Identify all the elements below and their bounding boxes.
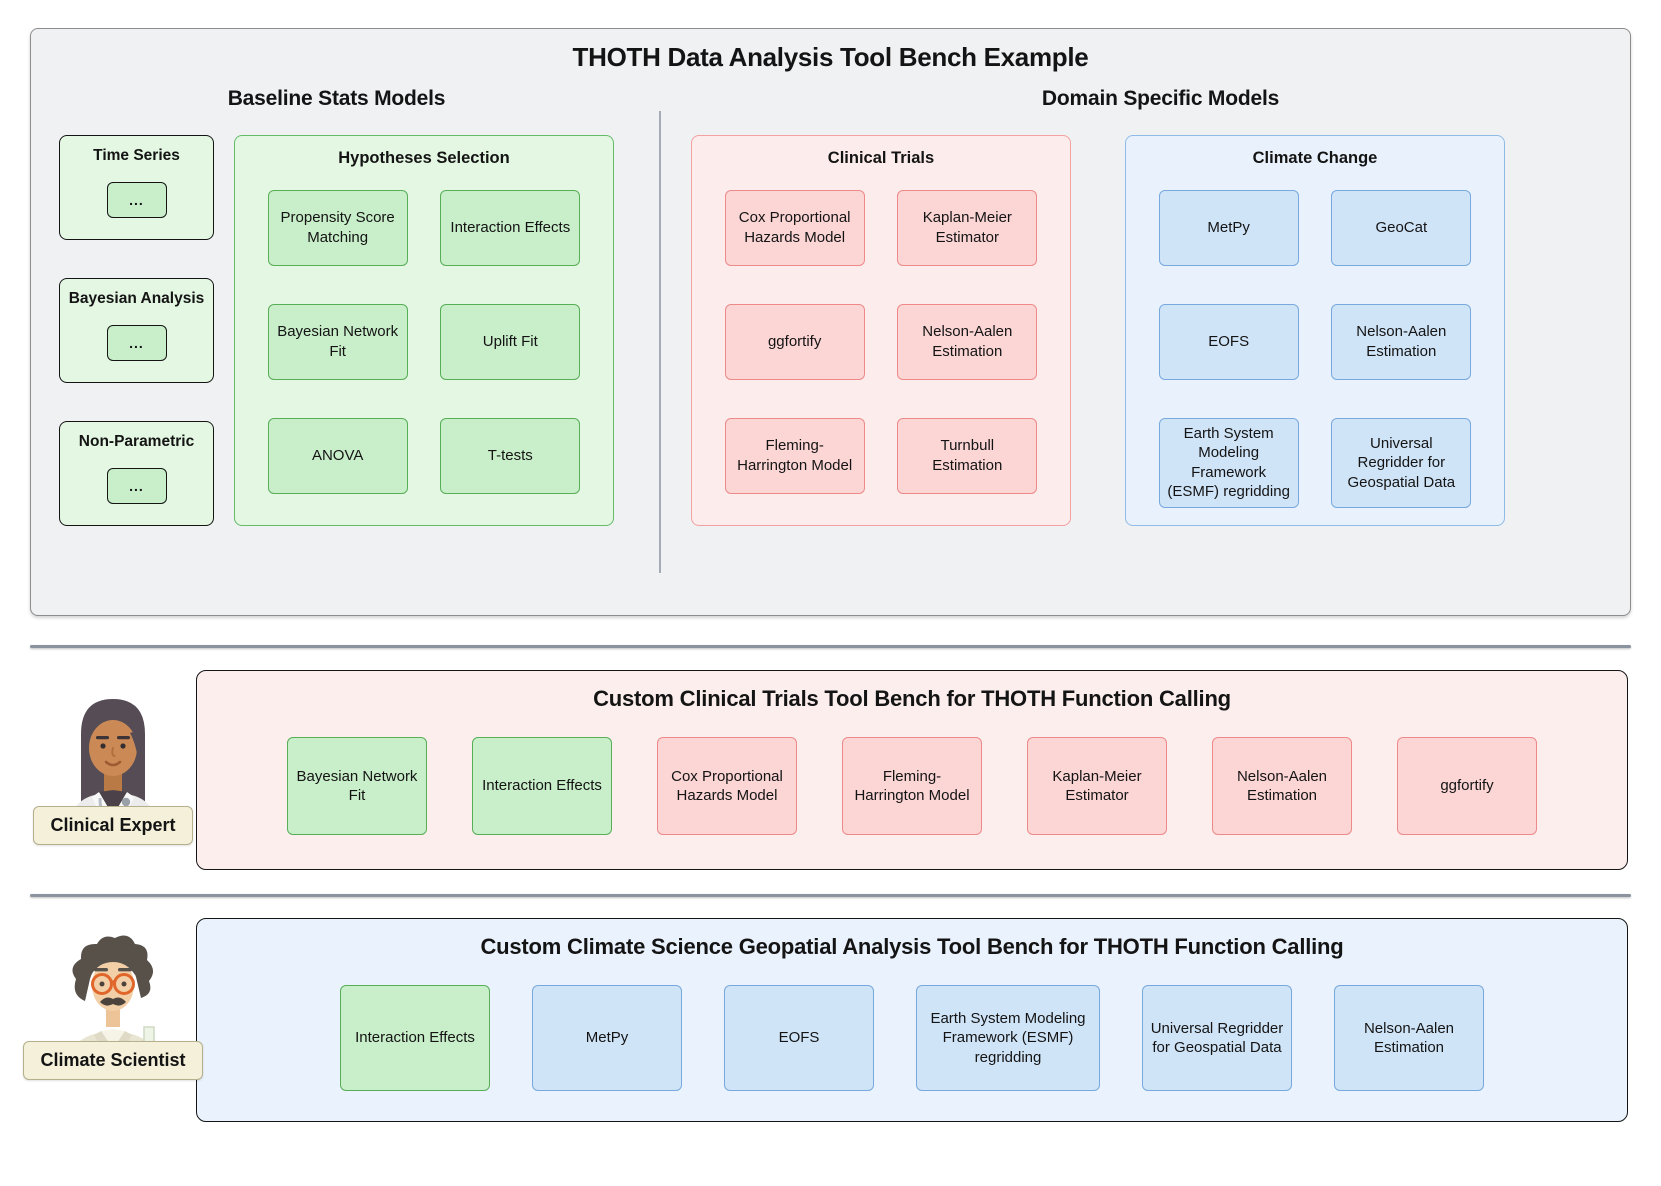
tool-bench-overview-panel: THOTH Data Analysis Tool Bench Example B… bbox=[30, 28, 1631, 616]
group-non-parametric: Non-Parametric ... bbox=[59, 420, 214, 526]
group-hypotheses-selection: Hypotheses Selection Propensity Score Ma… bbox=[234, 134, 614, 526]
column-divider bbox=[659, 110, 661, 573]
model-box: GeoCat bbox=[1331, 189, 1472, 266]
group-heading: Clinical Trials bbox=[827, 148, 935, 167]
model-box: EOFS bbox=[1158, 303, 1299, 380]
group-heading: Climate Change bbox=[1252, 148, 1378, 167]
climate-bench-panel: Custom Climate Science Geopatial Analysi… bbox=[196, 918, 1628, 1122]
tool-box: Cox Proportional Hazards Model bbox=[657, 737, 797, 835]
tool-box: Interaction Effects bbox=[340, 985, 490, 1091]
tool-box: Nelson-Aalen Estimation bbox=[1212, 737, 1352, 835]
tool-box: ggfortify bbox=[1397, 737, 1537, 835]
model-box: MetPy bbox=[1158, 189, 1299, 266]
section-divider bbox=[30, 645, 1631, 648]
actor-label: Climate Scientist bbox=[23, 1041, 203, 1080]
model-box: Turnbull Estimation bbox=[897, 417, 1038, 494]
model-box: Cox Proportional Hazards Model bbox=[724, 189, 865, 266]
model-box: Earth System Modeling Framework (ESMF) r… bbox=[1158, 417, 1299, 508]
model-box: T-tests bbox=[440, 417, 581, 494]
domain-specific-section: Domain Specific Models Clinical Trials C… bbox=[691, 87, 1630, 526]
group-bayesian-analysis: Bayesian Analysis ... bbox=[59, 277, 214, 383]
group-clinical-trials: Clinical Trials Cox Proportional Hazards… bbox=[691, 134, 1071, 526]
tool-box: Earth System Modeling Framework (ESMF) r… bbox=[916, 985, 1100, 1091]
more-chip: ... bbox=[106, 181, 167, 218]
baseline-stats-section: Baseline Stats Models Time Series ... Ba… bbox=[59, 87, 614, 526]
clinical-bench-heading: Custom Clinical Trials Tool Bench for TH… bbox=[593, 686, 1231, 711]
page-title: THOTH Data Analysis Tool Bench Example bbox=[572, 42, 1089, 72]
model-box: Propensity Score Matching bbox=[267, 189, 408, 266]
tool-box: Interaction Effects bbox=[472, 737, 612, 835]
group-label: Bayesian Analysis bbox=[68, 289, 205, 307]
model-box: Fleming-Harrington Model bbox=[724, 417, 865, 494]
model-box: Uplift Fit bbox=[440, 303, 581, 380]
group-heading: Hypotheses Selection bbox=[338, 148, 510, 167]
actor-label: Clinical Expert bbox=[33, 806, 193, 845]
climate-bench-heading: Custom Climate Science Geopatial Analysi… bbox=[480, 934, 1344, 959]
model-box: Universal Regridder for Geospatial Data bbox=[1331, 417, 1472, 508]
section-divider bbox=[30, 894, 1631, 897]
tool-box: Kaplan-Meier Estimator bbox=[1027, 737, 1167, 835]
more-chip: ... bbox=[106, 467, 167, 504]
baseline-side-groups: Time Series ... Bayesian Analysis ... No… bbox=[59, 134, 214, 526]
tool-box: Universal Regridder for Geospatial Data bbox=[1142, 985, 1292, 1091]
group-time-series: Time Series ... bbox=[59, 134, 214, 240]
group-label: Non-Parametric bbox=[78, 432, 195, 450]
tool-box: EOFS bbox=[724, 985, 874, 1091]
clinical-bench-row: Clinical Expert Custom Clinical Trials T… bbox=[30, 648, 1628, 870]
model-box: ANOVA bbox=[267, 417, 408, 494]
climate-scientist-actor: Climate Scientist bbox=[23, 897, 203, 1122]
clinical-bench-panel: Custom Clinical Trials Tool Bench for TH… bbox=[196, 670, 1628, 870]
model-box: Nelson-Aalen Estimation bbox=[1331, 303, 1472, 380]
group-climate-change: Climate Change MetPy GeoCat EOFS Nelson-… bbox=[1125, 134, 1505, 526]
domain-specific-heading: Domain Specific Models bbox=[1041, 86, 1280, 110]
tool-box: Nelson-Aalen Estimation bbox=[1334, 985, 1484, 1091]
climate-bench-row: Climate Scientist Custom Climate Science… bbox=[23, 897, 1628, 1122]
tool-box: MetPy bbox=[532, 985, 682, 1091]
tool-box: Bayesian Network Fit bbox=[287, 737, 427, 835]
tool-box: Fleming-Harrington Model bbox=[842, 737, 982, 835]
model-box: Nelson-Aalen Estimation bbox=[897, 303, 1038, 380]
model-box: Kaplan-Meier Estimator bbox=[897, 189, 1038, 266]
model-box: Bayesian Network Fit bbox=[267, 303, 408, 380]
model-box: ggfortify bbox=[724, 303, 865, 380]
more-chip: ... bbox=[106, 324, 167, 361]
clinical-expert-actor: Clinical Expert bbox=[30, 648, 196, 870]
group-label: Time Series bbox=[93, 146, 180, 164]
model-box: Interaction Effects bbox=[440, 189, 581, 266]
baseline-stats-heading: Baseline Stats Models bbox=[227, 86, 446, 110]
